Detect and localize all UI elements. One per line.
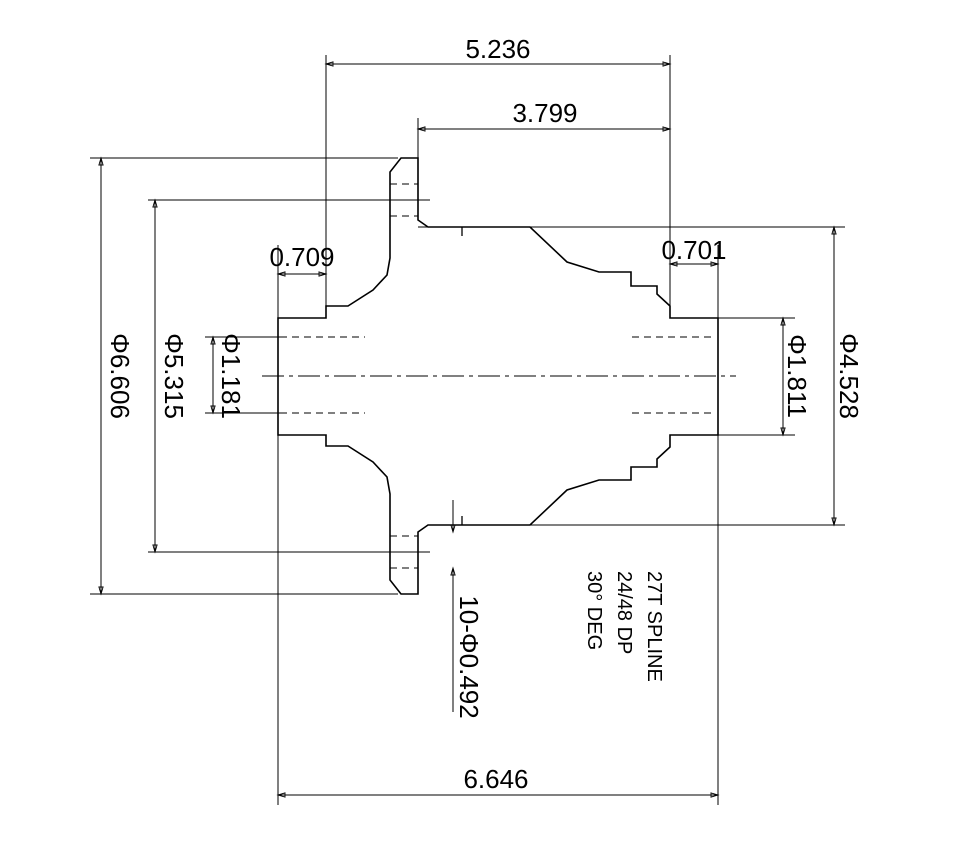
dim-text-4528: Φ4.528 bbox=[834, 333, 864, 419]
dim-text-5315: Φ5.315 bbox=[159, 333, 189, 419]
dim-text-1811: Φ1.811 bbox=[782, 334, 812, 418]
note-angle: 30° DEG bbox=[583, 571, 605, 650]
dim-text-bolt-holes: 10-Φ0.492 bbox=[454, 595, 484, 718]
dim-text-1181: Φ1.181 bbox=[216, 333, 246, 419]
dim-text-5236: 5.236 bbox=[465, 34, 530, 64]
dim-text-6646: 6.646 bbox=[463, 764, 528, 794]
dim-text-0709: 0.709 bbox=[269, 242, 334, 272]
dim-text-0701: 0.701 bbox=[661, 235, 726, 265]
dim-text-6606: Φ6.606 bbox=[105, 333, 135, 419]
note-spline: 27T SPLINE bbox=[643, 571, 665, 682]
dim-text-3799: 3.799 bbox=[512, 98, 577, 128]
note-pitch: 24/48 DP bbox=[613, 571, 635, 654]
